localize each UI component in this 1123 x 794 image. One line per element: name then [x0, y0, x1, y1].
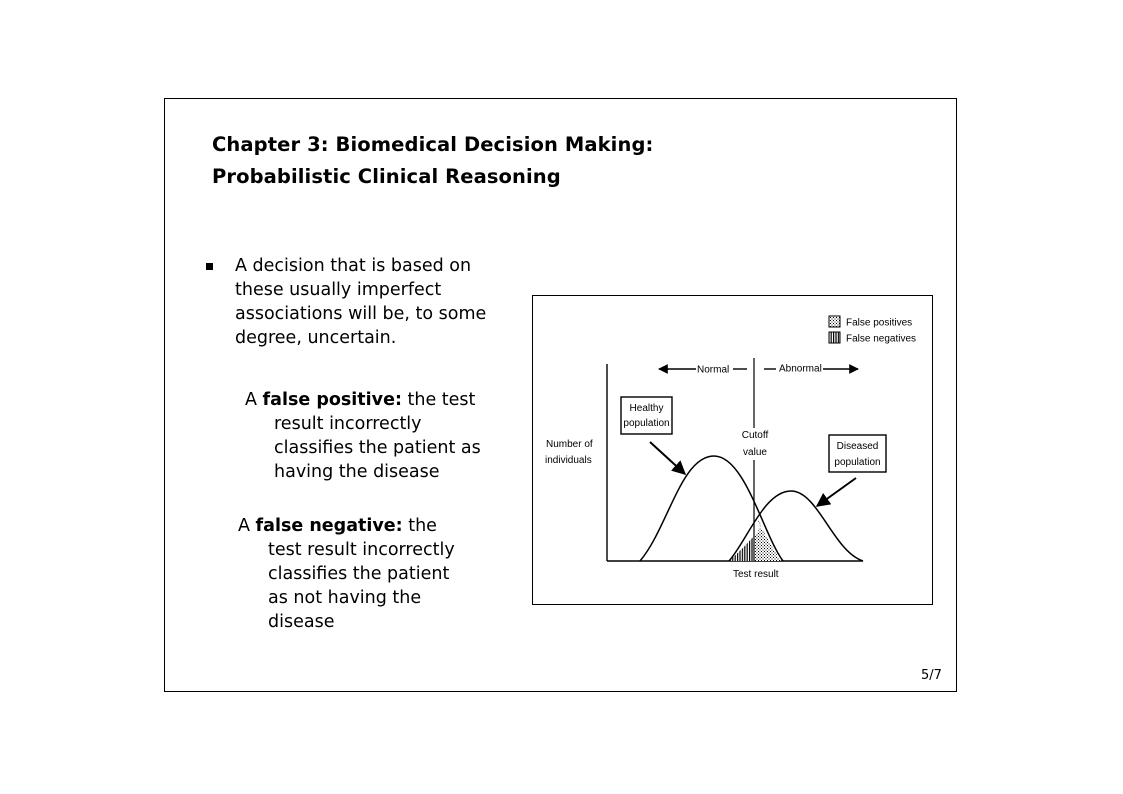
fp-term: false positive:: [262, 390, 402, 410]
page-number: 5/7: [921, 668, 942, 683]
fp-line: having the disease: [274, 462, 440, 482]
distribution-diagram: False positives False negatives Normal A…: [545, 315, 916, 580]
slide: Chapter 3: Biomedical Decision Making: P…: [164, 98, 957, 692]
bullet-line: A decision that is based on: [235, 256, 472, 276]
cutoff-label-line-2: value: [743, 447, 767, 458]
diseased-label-box: [828, 434, 887, 473]
fp-line: result incorrectly: [274, 414, 422, 434]
fp-first-line: A false positive: the test: [245, 388, 495, 412]
cutoff-label-bg: [740, 428, 770, 460]
label-normal: Normal: [697, 365, 729, 376]
title-line-2: Probabilistic Clinical Reasoning: [212, 165, 561, 188]
healthy-label-line-1: Healthy: [630, 403, 664, 414]
false-positives-area: [754, 520, 781, 561]
diseased-label-line-2: population: [834, 457, 880, 468]
false-positive-definition: A false positive: the test result incorr…: [245, 388, 495, 484]
fn-first-line: A false negative: the: [238, 514, 478, 538]
legend-false-positives: False positives: [846, 318, 912, 329]
diseased-arrow: [815, 477, 857, 507]
false-negatives-swatch: [828, 331, 841, 344]
diseased-curve: [728, 490, 864, 562]
fn-line: test result incorrectly: [268, 540, 455, 560]
y-axis-label-line-1: Number of: [546, 439, 593, 450]
distribution-figure: False positives False negatives Normal A…: [532, 295, 933, 605]
x-axis-label: Test result: [733, 569, 779, 580]
bullet-line: degree, uncertain.: [235, 328, 397, 348]
fn-line: disease: [268, 612, 335, 632]
false-positives-swatch: [828, 315, 841, 328]
bullet-square-icon: [206, 259, 216, 270]
label-abnormal: Abnormal: [779, 364, 822, 375]
legend-false-negatives: False negatives: [846, 334, 916, 345]
healthy-label-line-2: population: [623, 418, 669, 429]
fn-term: false negative:: [255, 516, 403, 536]
fn-prefix: A: [238, 516, 256, 536]
false-negatives-area: [729, 536, 754, 561]
diseased-label-line-1: Diseased: [837, 441, 879, 452]
bullet-line: these usually imperfect: [235, 280, 442, 300]
healthy-arrow: [649, 441, 687, 475]
fp-line: classifies the patient as: [274, 438, 481, 458]
fp-line: the test: [401, 390, 476, 410]
slide-title: Chapter 3: Biomedical Decision Making: P…: [212, 129, 653, 193]
healthy-label-box: [620, 396, 673, 435]
fn-line: classifies the patient: [268, 564, 450, 584]
bullet-line: associations will be, to some: [235, 304, 487, 324]
fn-line: the: [402, 516, 437, 536]
healthy-curve: [639, 455, 784, 562]
cutoff-label-line-1: Cutoff: [742, 430, 769, 441]
fp-prefix: A: [245, 390, 263, 410]
bullet-paragraph: A decision that is based on these usuall…: [235, 254, 505, 350]
false-negative-definition: A false negative: the test result incorr…: [238, 514, 478, 634]
y-axis-label-line-2: individuals: [545, 455, 592, 466]
title-line-1: Chapter 3: Biomedical Decision Making:: [212, 133, 654, 156]
fn-line: as not having the: [268, 588, 422, 608]
